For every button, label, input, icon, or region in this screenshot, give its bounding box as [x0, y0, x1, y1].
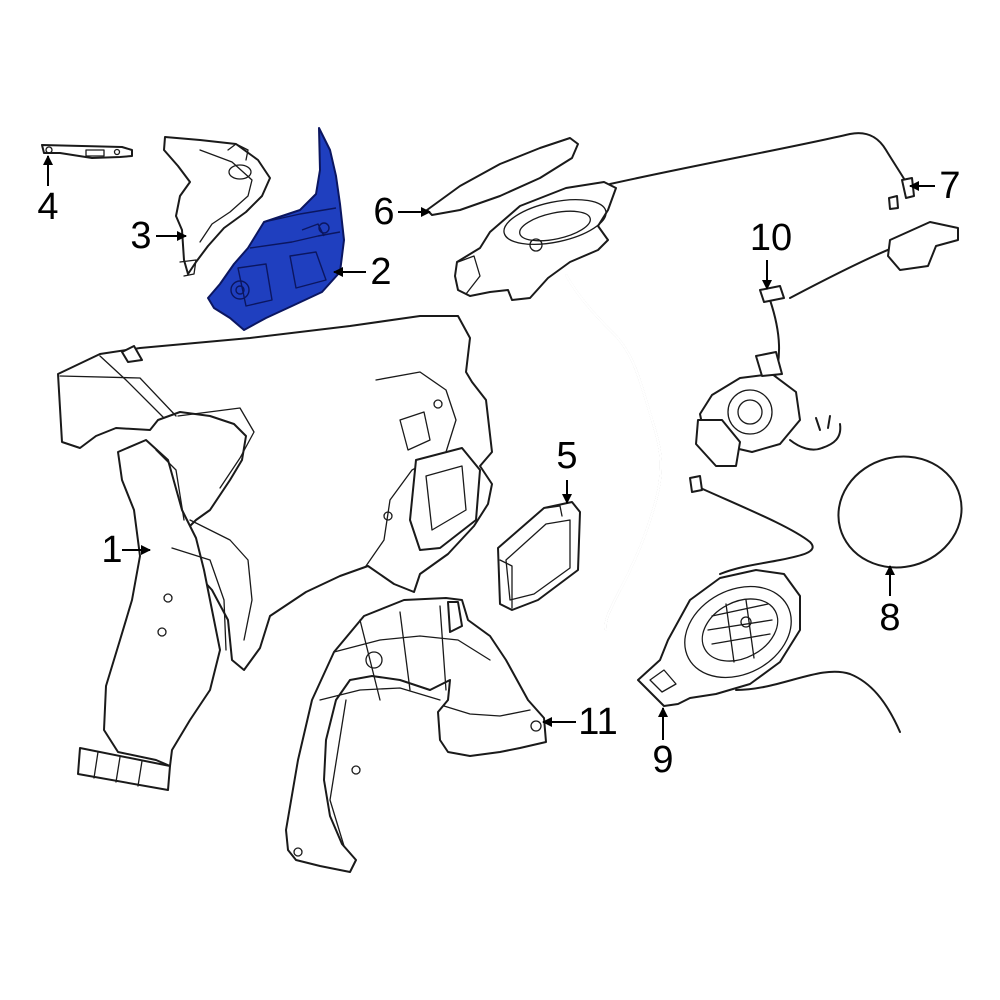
part-3-trim-panel[interactable] [163, 136, 271, 277]
part-6-filler-housing[interactable] [426, 137, 617, 301]
part-2-inner-panel-highlighted[interactable] [207, 127, 345, 331]
part-8-fuel-door[interactable] [826, 443, 974, 581]
callout-1: 1 [101, 529, 122, 571]
callout-3: 3 [130, 215, 151, 257]
callout-2: 2 [370, 251, 391, 293]
callout-4: 4 [37, 186, 58, 228]
callout-8: 8 [879, 597, 900, 639]
part-4-bracket[interactable] [41, 144, 133, 159]
callout-7: 7 [939, 165, 960, 207]
callout-5: 5 [556, 435, 577, 477]
part-9-fuel-door-housing[interactable] [637, 475, 901, 733]
callout-9: 9 [652, 739, 673, 781]
leader-lines [43, 155, 935, 740]
callout-labels: 1 2 3 4 5 6 7 8 9 10 11 [37, 165, 960, 781]
part-10-actuator[interactable] [695, 221, 959, 467]
callout-6: 6 [373, 191, 394, 233]
part-11-wheel-liner[interactable] [285, 597, 547, 873]
callout-11: 11 [578, 701, 617, 743]
callout-10: 10 [750, 217, 792, 259]
part-5-module[interactable] [497, 501, 581, 611]
part-1-quarter-panel[interactable] [57, 315, 493, 791]
